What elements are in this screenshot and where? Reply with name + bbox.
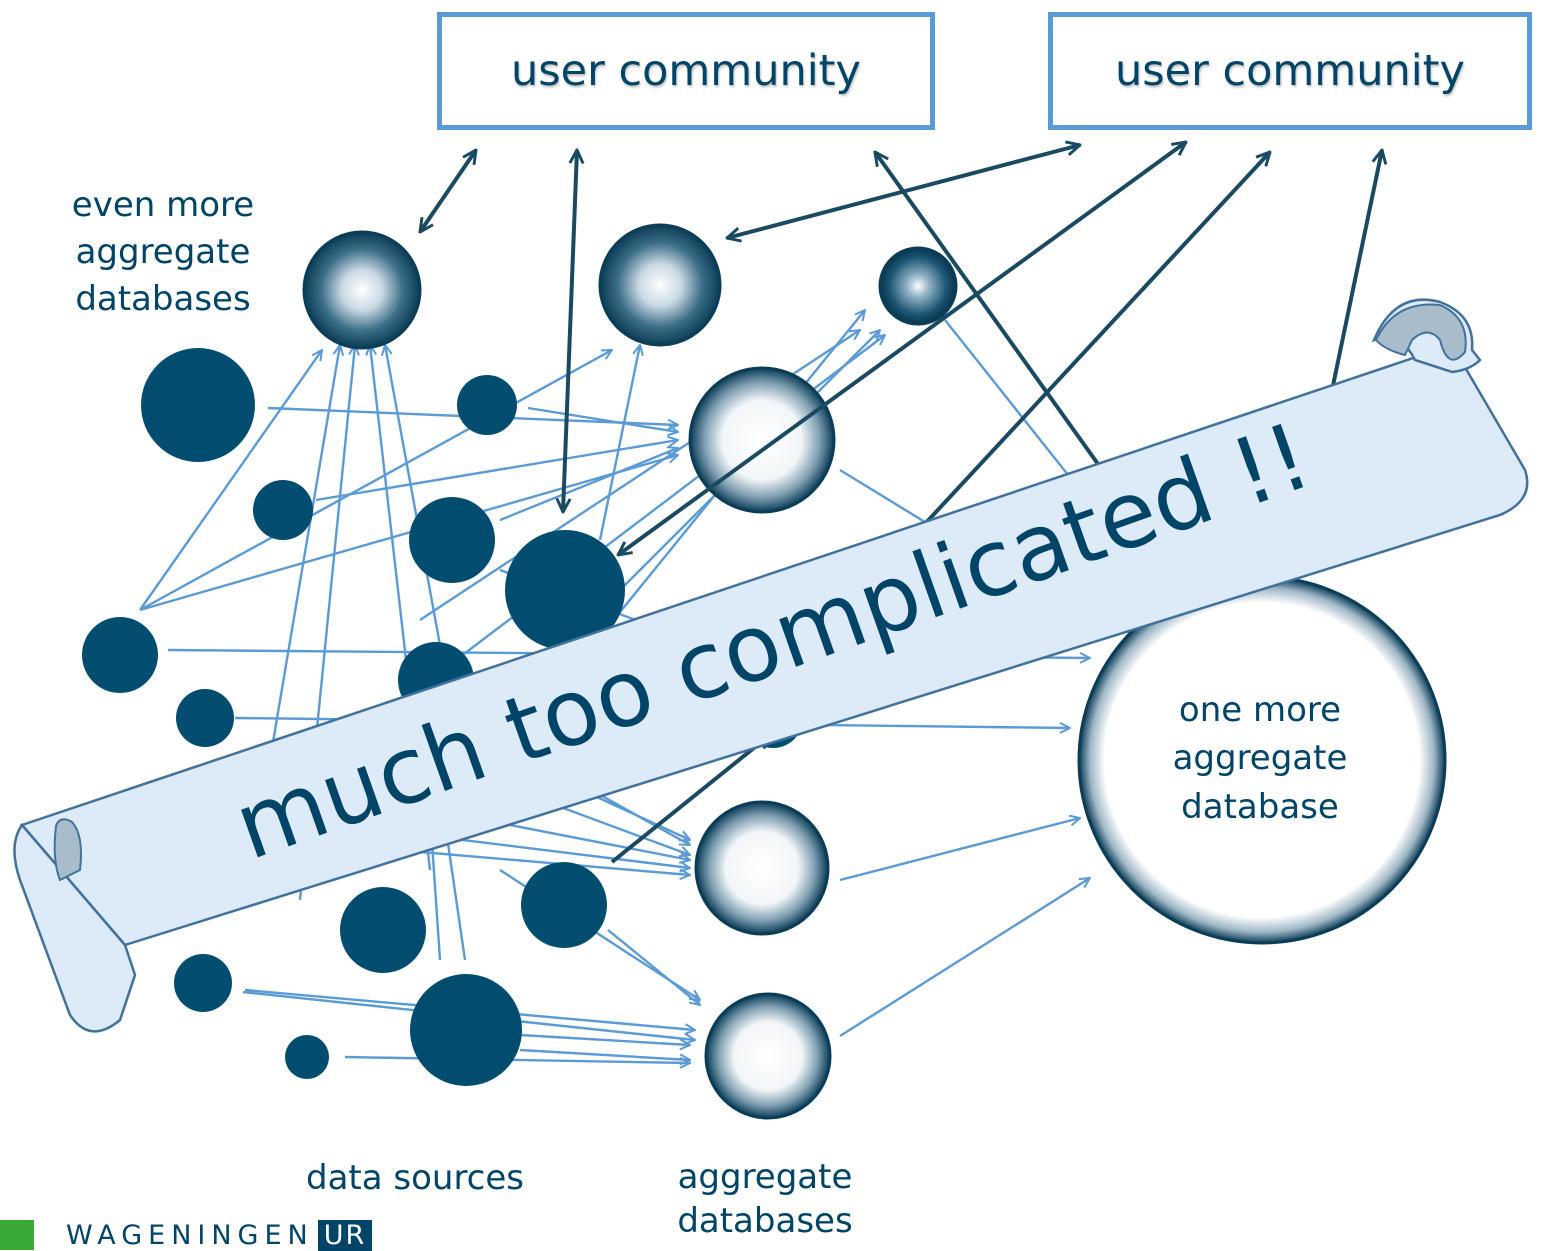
- data-flow-arrow: [344, 1055, 690, 1063]
- user-community-label: user community: [511, 46, 861, 96]
- data-source-node: [410, 974, 522, 1086]
- user-community-box-2: user community: [1048, 12, 1532, 130]
- user-access-arrow: [618, 142, 1186, 555]
- data-flow-arrow: [598, 345, 640, 541]
- logo-suffix: UR: [317, 1220, 373, 1251]
- data-source-node: [457, 375, 517, 435]
- user-access-arrow: [875, 152, 1110, 480]
- user-community-label: user community: [1115, 46, 1465, 96]
- user-access-arrow: [563, 150, 577, 512]
- data-source-node: [505, 530, 625, 650]
- data-source-node: [141, 348, 255, 462]
- banner-band: [19, 343, 1529, 947]
- data-source-node: [174, 954, 232, 1012]
- banner-left-roll: [53, 818, 82, 882]
- user-access-arrow: [908, 152, 1270, 542]
- data-flow-arrow: [139, 455, 678, 612]
- logo-name: WAGENINGEN: [66, 1220, 314, 1251]
- aggregate-database-node: [694, 800, 830, 936]
- aggregate-database-node: [688, 366, 836, 514]
- banner-right-roll: [1374, 303, 1467, 361]
- even-more-aggregate-label: even more aggregate databases: [71, 185, 255, 319]
- data-source-node: [285, 1035, 329, 1079]
- wur-logo-icon: [0, 1220, 34, 1250]
- one-more-aggregate-label: one more aggregate database: [1172, 690, 1348, 827]
- data-flow-arrow: [839, 878, 1090, 1038]
- data-flow-arrow: [139, 350, 322, 611]
- data-flow-arrow: [607, 929, 700, 1005]
- data-source-node: [82, 617, 158, 693]
- data-source-node: [409, 497, 495, 583]
- banner-left-curl: [13, 822, 137, 1033]
- user-access-arrows: [420, 142, 1382, 864]
- data-source-node: [176, 689, 234, 747]
- data-flow-arrow: [139, 350, 612, 612]
- even-more-aggregate-node: [598, 223, 722, 347]
- data-source-node: [253, 480, 313, 540]
- data-flow-arrow: [268, 345, 340, 761]
- data-source-node: [521, 862, 607, 948]
- user-access-arrow: [610, 735, 770, 864]
- data-flow-arrow: [839, 818, 1080, 882]
- data-sources-label: data sources: [305, 1158, 524, 1198]
- aggregate-databases-label: aggregate databases: [677, 1157, 853, 1242]
- user-community-box-1: user community: [437, 12, 935, 130]
- data-flow-arrow: [519, 1033, 690, 1045]
- even-more-aggregate-node: [302, 230, 422, 350]
- even-more-aggregate-node: [878, 246, 958, 326]
- data-flow-arrow: [385, 345, 442, 646]
- data-source-node: [340, 887, 426, 973]
- user-access-arrow: [420, 150, 476, 232]
- aggregate-database-node: [704, 992, 832, 1120]
- data-flow-arrow: [519, 1048, 690, 1060]
- user-access-arrow: [1328, 150, 1382, 401]
